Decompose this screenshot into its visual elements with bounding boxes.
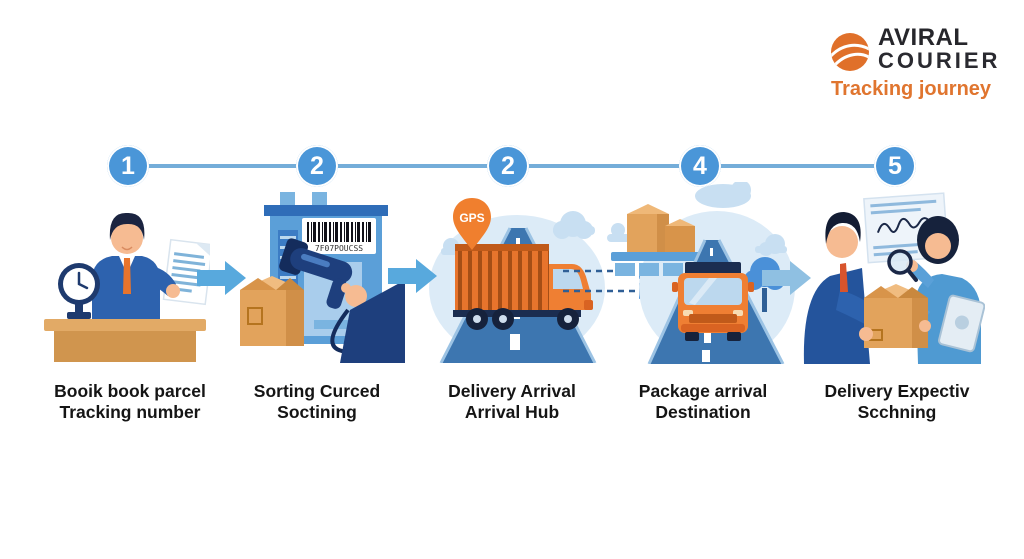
brand-tagline: Tracking journey (831, 78, 992, 100)
booking-desk-illustration (44, 212, 210, 362)
barcode-scanner-illustration: 7F07POUCSS (240, 192, 405, 363)
step-3-caption: Delivery Arrival Arrival Hub (392, 381, 632, 423)
step-1-caption-line1: Booik book parcel (54, 381, 206, 401)
gps-pin-icon (453, 198, 491, 250)
step-2-caption-line2: Soctining (277, 402, 357, 422)
next-step-arrow-3 (762, 261, 811, 295)
timeline-step-badge-4: 4 (679, 145, 721, 187)
timeline-step-badge-1: 1 (107, 145, 149, 187)
next-step-arrow-1 (197, 261, 246, 295)
timeline-step-badge-2: 2 (296, 145, 338, 187)
brand-logo: AVIRAL COURIER Tracking journey (831, 26, 1024, 101)
signature-scribble (877, 217, 931, 233)
courier-swoosh-icon (831, 33, 869, 71)
step-2-caption: Sorting Curced Soctining (197, 381, 437, 423)
step-4-caption: Package arrival Destination (583, 381, 823, 423)
brand-name-top: AVIRAL (878, 24, 969, 51)
brand-name-bottom: COURIER (878, 48, 1001, 73)
step-4-caption-line1: Package arrival (638, 381, 768, 401)
gps-truck-illustration: GPS (429, 198, 605, 363)
magnifier-icon (887, 249, 913, 275)
package-handover-illustration (803, 192, 985, 364)
step-3-caption-line2: Arrival Hub (464, 402, 560, 422)
step-2-caption-line1: Sorting Curced (253, 381, 381, 401)
gps-pin-label: GPS (459, 211, 484, 225)
step-5-caption-line2: Scchning (857, 402, 937, 422)
timeline-step-badge-5: 5 (874, 145, 916, 187)
next-step-arrow-2 (388, 259, 437, 293)
step-4-caption-line2: Destination (655, 402, 751, 422)
step-5-caption-line1: Delivery Expectiv (824, 381, 970, 401)
timeline-step-badge-3: 2 (487, 145, 529, 187)
step-1-caption-line2: Tracking number (59, 402, 201, 422)
step-3-caption-line1: Delivery Arrival (448, 381, 576, 401)
barcode-number: 7F07POUCSS (315, 244, 363, 253)
step-5-caption: Delivery Expectiv Scchning (777, 381, 1017, 423)
step-1-caption: Booik book parcel Tracking number (10, 381, 250, 423)
